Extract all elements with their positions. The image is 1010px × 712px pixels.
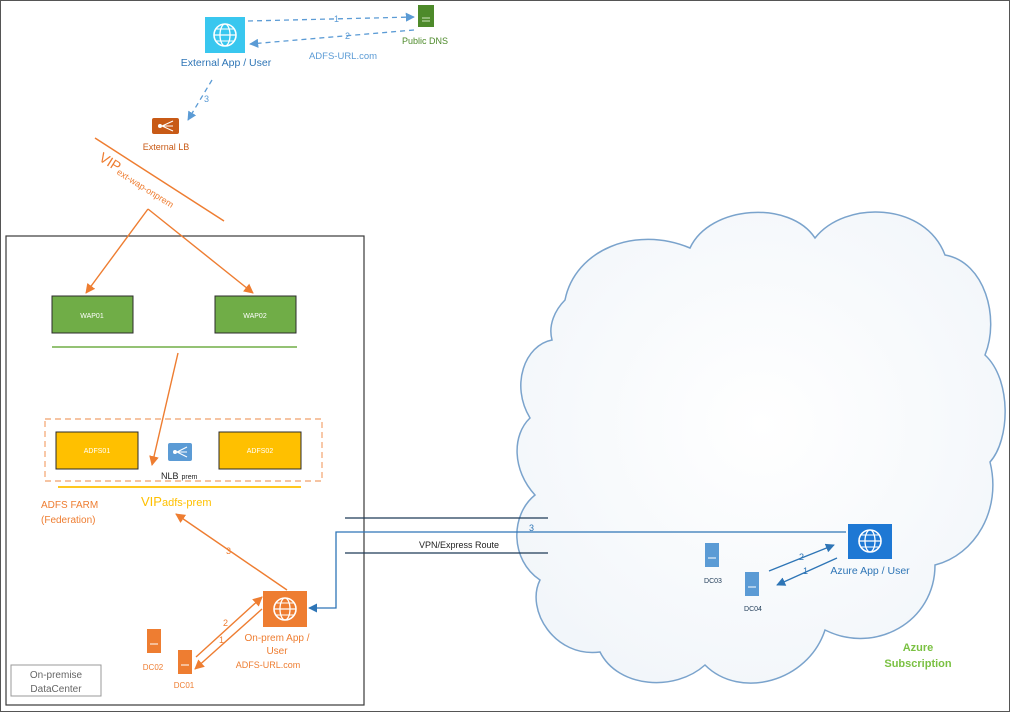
dc04-server-icon[interactable] (745, 572, 759, 596)
step3-onprem-label: 3 (226, 546, 231, 556)
app-to-dc-arrow (194, 608, 263, 670)
adfs-url-label: ADFS-URL.com (309, 51, 377, 62)
datacenter-sublabel: DataCenter (30, 684, 82, 695)
to-external-lb-arrow (187, 79, 213, 121)
vip-ext-line (94, 137, 225, 222)
step1-onprem-label: 1 (219, 635, 224, 645)
datacenter-label-box (10, 664, 102, 697)
azure-subscription-label: Azure (903, 642, 934, 654)
azure-to-onprem-route (308, 531, 846, 613)
onprem-app-icon[interactable] (263, 591, 307, 627)
adfs01-label: ADFS01 (84, 448, 111, 455)
vip-adfs-label: VIPadfs-prem (141, 494, 212, 509)
app-to-vip-arrow (175, 513, 288, 591)
adfs-farm-sublabel: (Federation) (41, 515, 95, 526)
public-dns-label: Public DNS (402, 36, 448, 46)
dc04-to-azure-app-arrow (768, 543, 835, 572)
wap01-label: WAP01 (80, 313, 104, 320)
azure-cloud (516, 211, 1006, 684)
vip-ext-label: VIPext-wap-onprem (96, 149, 179, 210)
dc02-server-icon[interactable] (147, 629, 161, 653)
vip-to-wap02-arrow (147, 208, 254, 294)
onprem-datacenter-box (5, 235, 365, 706)
step3-route-label: 3 (529, 523, 534, 533)
wap02-label: WAP02 (243, 313, 267, 320)
external-lb-label: External LB (143, 142, 190, 152)
adfs-farm-label: ADFS FARM (41, 500, 98, 511)
wap02-server[interactable] (214, 295, 297, 334)
dc04-label: DC04 (744, 606, 762, 613)
azure-subscription-sublabel: Subscription (884, 658, 952, 670)
azure-app-label: Azure App / User (830, 565, 910, 577)
dns-query-arrow (247, 12, 415, 22)
datacenter-label: On-premise (30, 670, 83, 681)
adfs02-label: ADFS02 (247, 448, 274, 455)
dc01-label: DC01 (174, 681, 195, 690)
external-app-label: External App / User (181, 57, 272, 69)
dc03-server-icon[interactable] (705, 543, 719, 567)
wap-to-nlb-arrow (149, 352, 179, 466)
onprem-adfs-url-label: ADFS-URL.com (236, 660, 301, 670)
step2-onprem-label: 2 (223, 618, 228, 628)
onprem-app-sublabel: User (266, 646, 288, 657)
onprem-app-label: On-prem App / (244, 633, 309, 644)
dc02-label: DC02 (143, 663, 164, 672)
adfs02-server[interactable] (218, 431, 302, 470)
adfs01-server[interactable] (55, 431, 139, 470)
vpn-label: VPN/Express Route (419, 540, 499, 550)
dc01-server-icon[interactable] (178, 650, 192, 674)
dns-response-arrow (249, 29, 415, 48)
step3-label: 3 (204, 94, 209, 104)
step2-azure-label: 2 (799, 552, 804, 562)
external-lb-icon[interactable] (152, 118, 179, 134)
step2-label: 2 (345, 31, 350, 41)
wap01-server[interactable] (51, 295, 134, 334)
step1-label: 1 (334, 14, 339, 24)
dc03-label: DC03 (704, 578, 722, 585)
step1-azure-label: 1 (803, 566, 808, 576)
vip-to-wap01-arrow (85, 208, 149, 294)
dc-to-app-arrow (195, 596, 263, 658)
public-dns-server-icon[interactable] (418, 5, 434, 27)
azure-app-to-dc04-arrow (776, 557, 838, 586)
azure-app-icon[interactable] (848, 524, 892, 559)
external-app-icon[interactable] (205, 17, 245, 53)
nlb-icon[interactable] (168, 443, 192, 461)
